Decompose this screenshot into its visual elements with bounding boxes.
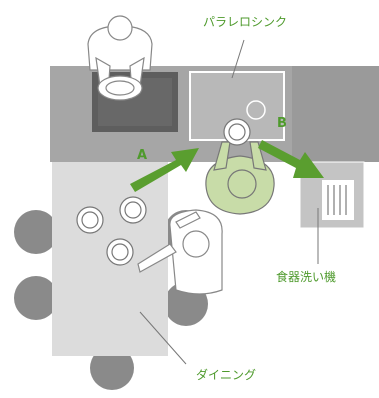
- dishwasher-rack: [322, 180, 354, 220]
- arrow-b-label: B: [277, 116, 287, 131]
- chair-bottom: [90, 346, 134, 390]
- plate-held: [223, 118, 251, 146]
- arrow-a: [130, 148, 199, 192]
- person-at-table: [137, 209, 223, 295]
- arrow-b: [258, 140, 324, 178]
- dining-leader-line: [139, 311, 187, 365]
- table-plates: [76, 196, 147, 266]
- arrow-a-label: A: [137, 148, 148, 163]
- chair-left-2: [14, 276, 58, 320]
- dining-label: ダイニング: [196, 368, 257, 382]
- sink-drain: [246, 100, 266, 120]
- sink-leader-line: [231, 39, 245, 79]
- person-at-sink: [205, 141, 275, 215]
- counter-end-panel: [292, 66, 379, 162]
- dishwasher-label: 食器洗い機: [276, 270, 337, 284]
- parallel-sink-label: パラレロシンク: [203, 15, 288, 29]
- chair-left-1: [14, 210, 58, 254]
- person-at-cooktop: [87, 15, 153, 101]
- dishwasher-rack-bars: [327, 185, 347, 215]
